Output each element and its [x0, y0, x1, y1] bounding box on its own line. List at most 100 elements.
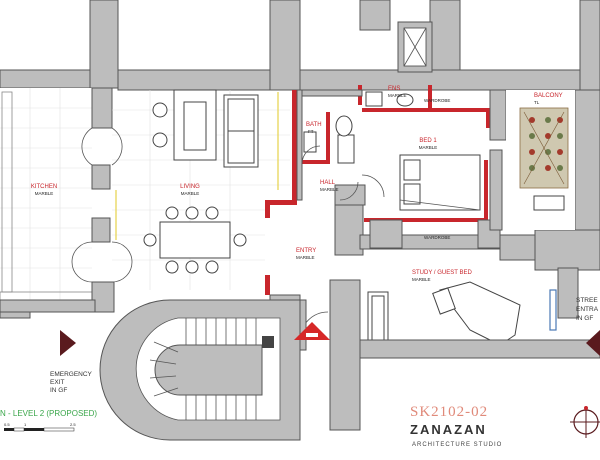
room-name-entry: ENTRY — [296, 248, 316, 254]
wall-segment — [334, 184, 366, 206]
pillow — [403, 183, 421, 205]
room-name-ens: ENS — [388, 86, 400, 92]
door-swing — [301, 145, 321, 165]
door-swing — [111, 241, 133, 283]
wall-segment — [369, 219, 403, 249]
street-entrance-line-3: IN GF — [576, 315, 593, 322]
floor-finish-entry: MARBLE — [296, 255, 315, 260]
wall-segment — [489, 149, 503, 231]
floor-finish-kitchen: MARBLE — [35, 191, 54, 196]
room-name-kitchen: KITCHEN — [31, 184, 57, 190]
new-partition — [265, 200, 297, 205]
column — [91, 217, 111, 243]
new-partition — [428, 85, 432, 110]
new-partition — [265, 200, 270, 218]
plan-title: N - LEVEL 2 (PROPOSED) — [0, 409, 97, 418]
new-partition — [486, 108, 490, 128]
street-entrance-line-2: ENTRA — [576, 306, 599, 313]
new-partition — [292, 90, 297, 200]
dining-chair — [205, 206, 219, 220]
sofa-cushion — [227, 98, 255, 132]
wall-segment — [89, 0, 119, 89]
stair-post — [262, 336, 274, 348]
grand-piano — [439, 281, 521, 346]
room-labels: KITCHEN MARBLE LIVING MARBLE BATH FT ENS… — [31, 86, 563, 282]
floor-finish-ens: MARBLE — [388, 93, 407, 98]
dining-chair — [233, 233, 247, 247]
door-swing — [81, 127, 93, 166]
wall-segment — [557, 267, 579, 319]
label-wardrobe-bottom: WARDROBE — [424, 235, 450, 240]
lounge-chair — [152, 132, 168, 148]
wall-segment — [0, 299, 96, 313]
new-partition — [362, 108, 490, 112]
scale-bar — [4, 427, 75, 432]
project-code: SK2102-02 — [410, 404, 488, 420]
column — [91, 281, 115, 313]
wall-segment — [296, 89, 303, 201]
door-swing — [111, 127, 123, 166]
wall-segment — [359, 0, 391, 31]
dining-chair — [165, 206, 179, 220]
bed-cover-line — [399, 199, 481, 211]
dining-chair — [185, 260, 199, 274]
emergency-exit-arrow-icon — [60, 330, 76, 356]
wall-segment — [0, 311, 31, 319]
room-name-hall: HALL — [320, 180, 336, 186]
ensuite-toilet — [396, 93, 414, 107]
kitchen-area — [0, 88, 92, 300]
street-entrance-line-1: STREE — [576, 297, 598, 304]
wall-segment — [429, 0, 461, 71]
street-entrance-arrow-icon — [586, 330, 600, 356]
new-partition — [484, 160, 488, 222]
new-partition — [302, 160, 330, 164]
studio-name: ZANAZAN — [410, 422, 487, 437]
label-wardrobe-top: WARDROBE — [424, 98, 450, 103]
door-swing — [71, 241, 93, 283]
pillow — [403, 159, 421, 181]
new-partition — [326, 112, 330, 164]
floor-finish-living: MARBLE — [181, 191, 200, 196]
floor-finish-bed1: MARBLE — [419, 145, 438, 150]
wall-segment — [329, 279, 361, 431]
sofa-cushion — [227, 130, 255, 164]
window-glazing — [549, 289, 557, 331]
studio-tagline: ARCHITECTURE STUDIO — [412, 442, 502, 448]
room-name-bed1: BED 1 — [419, 138, 437, 144]
floor-finish-bath: FT — [308, 129, 314, 134]
room-name-living: LIVING — [180, 184, 200, 190]
door-swing — [361, 174, 385, 198]
kitchen-tiles — [0, 88, 92, 300]
dining-table — [159, 221, 231, 259]
balcony-bench — [533, 195, 565, 211]
staircase-well — [154, 344, 263, 396]
room-name-bath: BATH — [306, 122, 322, 128]
toilet — [335, 115, 353, 137]
column — [91, 87, 113, 129]
wall-segment — [334, 204, 364, 256]
wall-segment — [359, 339, 600, 359]
study-sofa-seat — [371, 295, 385, 341]
north-arrow-icon — [570, 406, 600, 438]
room-name-study: STUDY / GUEST BED — [412, 270, 472, 276]
wall-segment — [574, 89, 600, 231]
dining-chair — [205, 260, 219, 274]
rug-pattern — [523, 111, 565, 185]
bathtub — [337, 134, 355, 164]
wall-segment — [269, 0, 301, 91]
emergency-exit-line-1: EMERGENCY — [50, 371, 93, 378]
scale-tick-1: 0.5 — [4, 422, 10, 427]
duct-cross-line — [403, 27, 427, 67]
column — [91, 164, 111, 190]
wall-segment — [579, 0, 600, 91]
door-swing — [339, 181, 359, 201]
piano-bench — [432, 287, 456, 315]
scale-tick-2: 1 — [24, 422, 27, 427]
scale-tick-3: 2.5 — [70, 422, 76, 427]
annotations: EMERGENCY EXIT IN GF STREE ENTRA IN GF N… — [0, 297, 599, 427]
coffee-table-top — [183, 101, 207, 151]
dining-chair — [185, 206, 199, 220]
room-name-balcony: BALCONY — [534, 93, 563, 99]
floor-finish-study: MARBLE — [412, 277, 431, 282]
